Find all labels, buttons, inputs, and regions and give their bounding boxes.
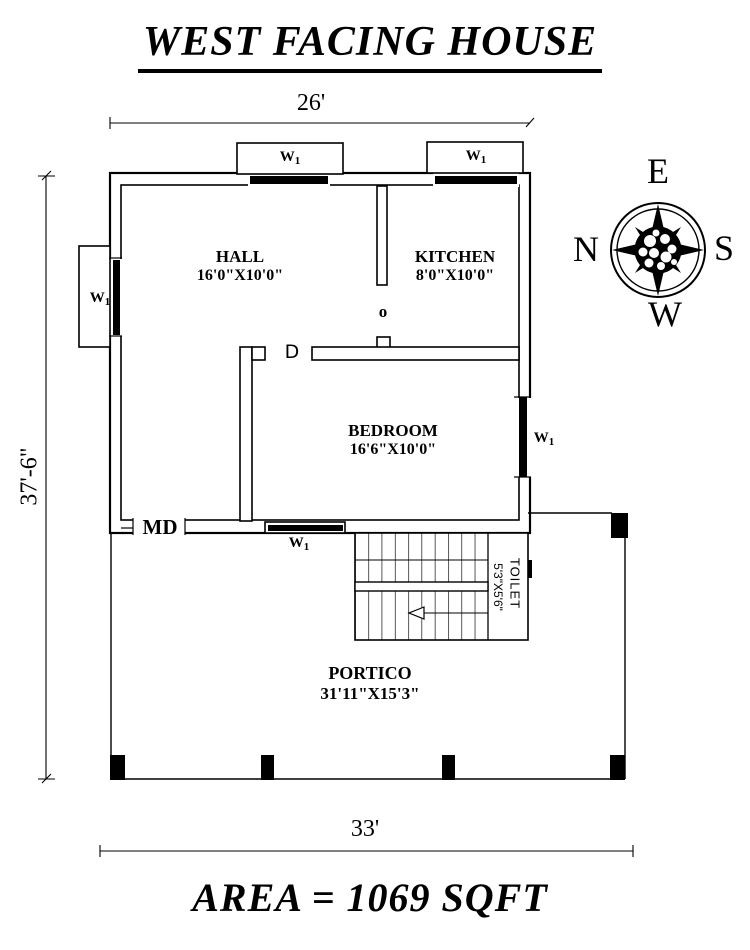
window-letter: W (89, 290, 105, 306)
window-subscript: 1 (548, 436, 555, 448)
column (261, 755, 274, 780)
window-subscript: 1 (294, 155, 301, 167)
window-letter: W (465, 148, 481, 164)
area-label: AREA = 1069 SQFT (192, 875, 548, 920)
windows (78, 141, 532, 578)
window-box-top-2 (426, 141, 524, 174)
portico-columns (110, 513, 628, 780)
window-glass-bottom (268, 525, 343, 531)
compass-east: E (647, 151, 669, 191)
dimension-left-label: 37'-6" (16, 447, 43, 506)
window-subscript: 1 (104, 296, 111, 308)
room-name: PORTICO (328, 663, 412, 683)
window-letter: W (279, 149, 295, 165)
window-glass-left (113, 260, 120, 335)
staircase (354, 532, 529, 641)
room-name: BEDROOM (348, 421, 438, 440)
stair-direction-arrow (407, 606, 488, 620)
room-size: 8'0"X10'0" (415, 267, 495, 285)
window-box-left (78, 245, 111, 348)
window-glass-right (519, 397, 527, 477)
hall-bedroom-wall (239, 346, 253, 522)
column (110, 755, 125, 780)
room-size: 16'0"X10'0" (196, 267, 284, 285)
window-letter: W (288, 535, 304, 551)
page-title: WEST FACING HOUSE (138, 18, 602, 73)
column (610, 755, 625, 780)
window-glass-top-1 (250, 176, 328, 184)
stair-landing-divider (354, 581, 489, 592)
dimension-top-label: 26' (296, 90, 326, 116)
dimension-line-bottom (99, 845, 634, 857)
dimension-line-left (38, 170, 55, 784)
window-box-top-1 (236, 142, 344, 175)
portico-outline (110, 512, 626, 780)
window-glass-top-2 (435, 176, 517, 184)
compass-hub-pebbles (638, 229, 677, 270)
room-label-bedroom: BEDROOM 16'6"X10'0" (318, 421, 468, 460)
window-label-bottom: W1 (279, 535, 319, 553)
room-size: 31'11"X15'3" (320, 684, 420, 704)
window-label-right: W1 (524, 430, 564, 448)
dimension-bottom-label: 33' (350, 816, 380, 842)
compass-rose (610, 202, 706, 298)
compass-west: W (648, 294, 682, 334)
bedroom-top-wall (311, 346, 520, 361)
room-name: KITCHEN (414, 247, 496, 266)
partition-walls (239, 185, 520, 522)
room-label-hall: HALL 16'0"X10'0" (165, 247, 315, 286)
main-door-label: MD (142, 515, 178, 539)
window-label-left: W1 (80, 290, 120, 308)
window-letter: W (533, 430, 549, 446)
opening-label: o (378, 302, 388, 321)
door-label: D (284, 341, 300, 363)
toilet-vent (527, 560, 532, 578)
window-label-top-1: W1 (270, 149, 310, 167)
room-label-toilet: TOILET (507, 557, 523, 610)
stair-treads-upper (355, 533, 488, 582)
column (442, 755, 455, 780)
room-label-kitchen: KITCHEN 8'0"X10'0" (380, 247, 530, 286)
hall-kitchen-wall (376, 185, 388, 286)
room-size-toilet: 5'3"X5'6" (491, 563, 505, 611)
door-jamb-stub (251, 346, 266, 361)
room-label-portico: PORTICO 31'11"X15'3" (285, 663, 455, 704)
room-name: HALL (215, 247, 265, 266)
window-subscript: 1 (480, 154, 487, 166)
column (611, 513, 628, 538)
compass-south: S (713, 228, 735, 268)
window-label-top-2: W1 (456, 148, 496, 166)
window-subscript: 1 (303, 541, 310, 553)
room-size: 16'6"X10'0" (349, 441, 437, 459)
compass-north: N (573, 229, 599, 269)
dimension-line-top (109, 117, 535, 129)
dimension-lines (38, 117, 634, 857)
